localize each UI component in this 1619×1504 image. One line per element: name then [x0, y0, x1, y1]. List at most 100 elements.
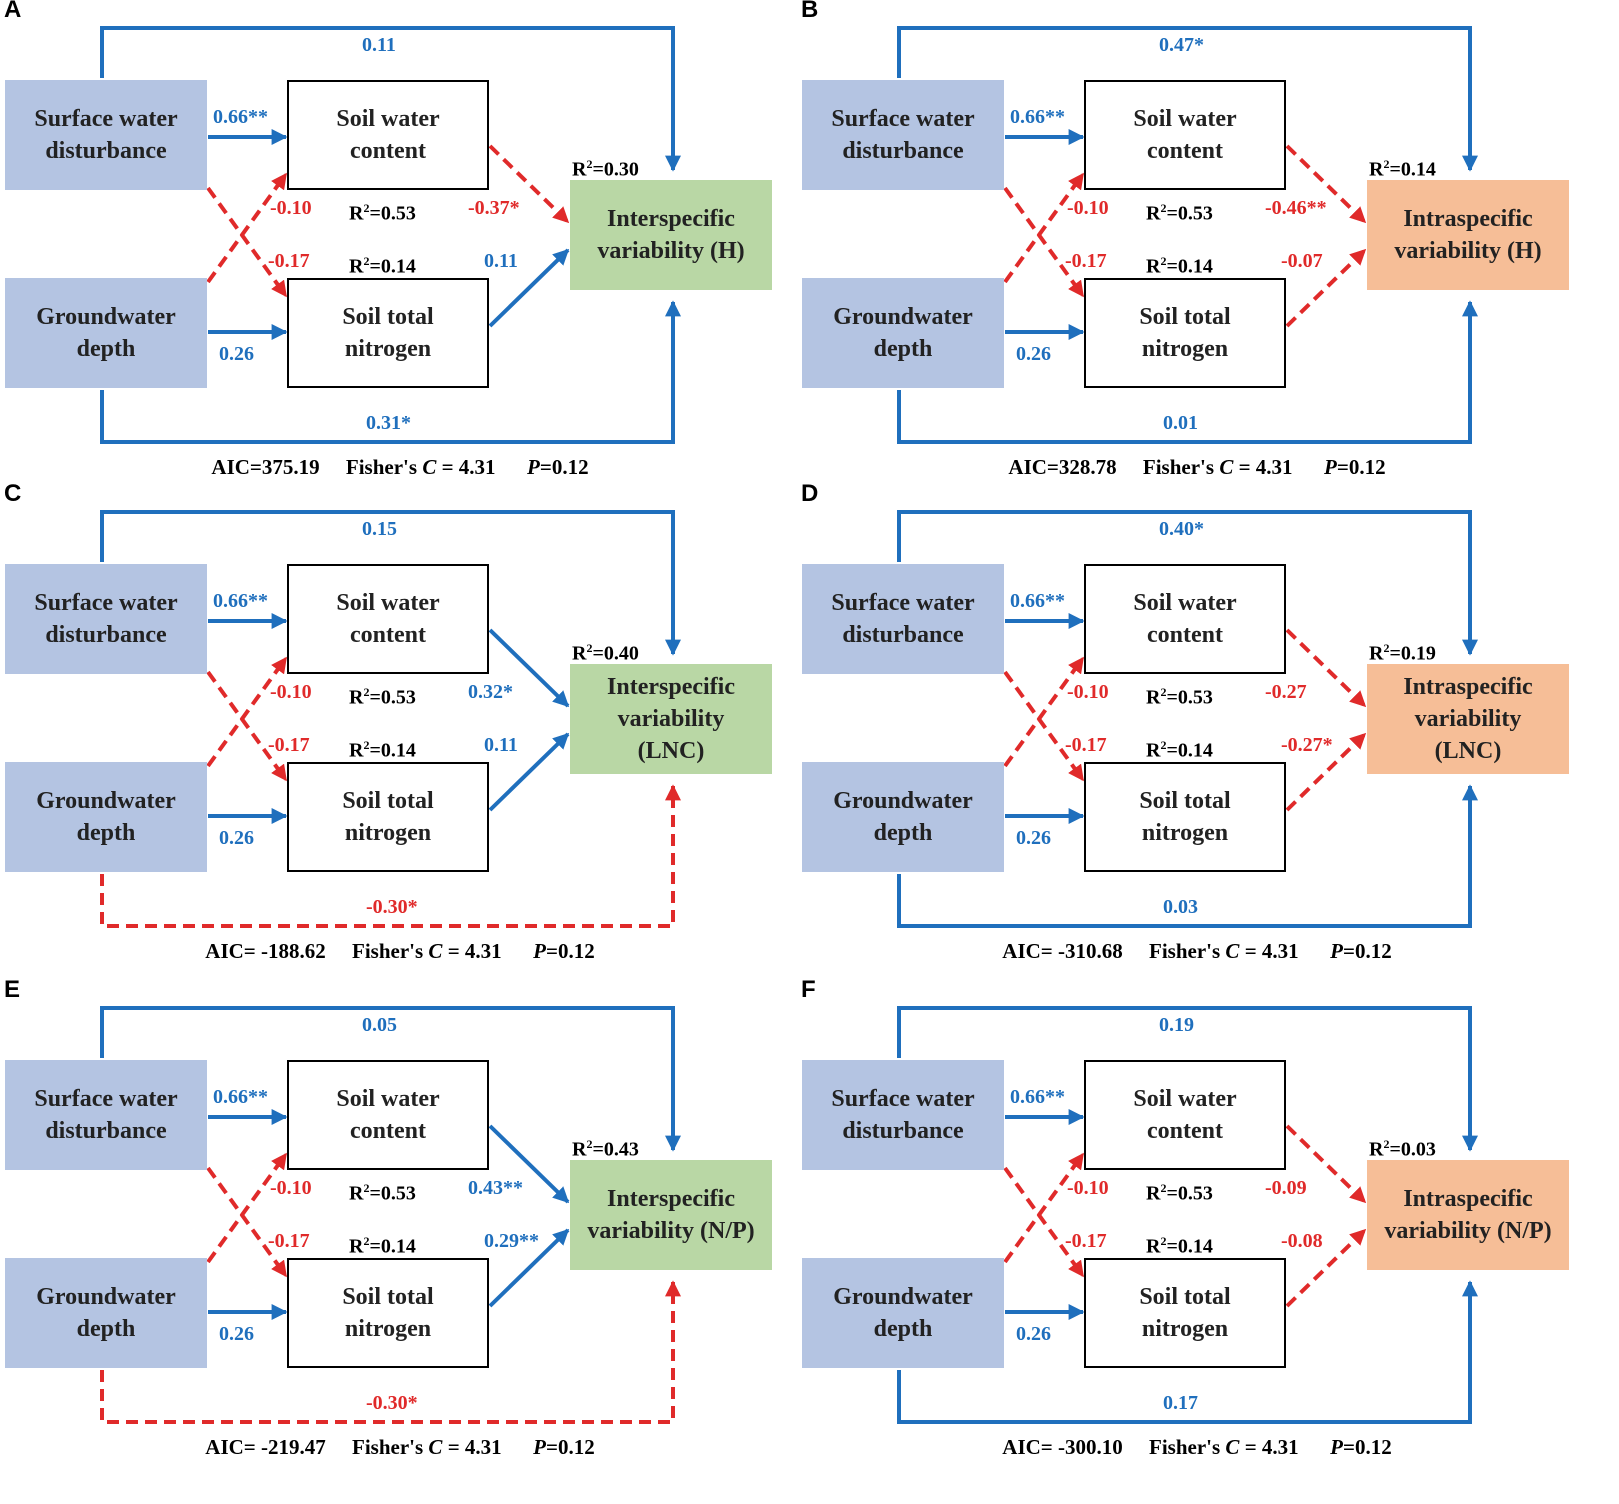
fisher-label: Fisher's — [345, 455, 423, 479]
coef-groundwater-to-response: 0.31* — [366, 412, 411, 434]
fisher-c-symbol: C — [1219, 455, 1234, 479]
coef-groundwater-to-soil-water: -0.10 — [1067, 681, 1109, 703]
node-soil-water-content: Soil water content — [1084, 80, 1286, 190]
coef-groundwater-to-soil-water: -0.10 — [270, 681, 312, 703]
coef-surface-to-response: 0.19 — [1159, 1014, 1194, 1036]
fisher-c-symbol: C — [1225, 939, 1240, 963]
path-arrows — [100, 1006, 681, 1424]
node-response: Interspecific variability (LNC) — [570, 664, 772, 774]
r2-superscript: 2 — [1383, 1137, 1390, 1151]
node-soil-total-nitrogen: Soil total nitrogen — [1084, 1258, 1286, 1368]
r2-soil-total-nitrogen: R2=0.14 — [349, 734, 416, 762]
r2-superscript: 2 — [586, 1137, 593, 1151]
node-soil-total-nitrogen: Soil total nitrogen — [1084, 762, 1286, 872]
r2-value: =0.53 — [369, 686, 416, 709]
p-symbol: P — [1324, 455, 1337, 479]
r2-value: =0.43 — [592, 1138, 639, 1161]
r2-response: R2=0.40 — [572, 637, 639, 665]
r2-prefix: R — [1146, 255, 1161, 278]
node-soil-water-content: Soil water content — [1084, 1060, 1286, 1170]
node-response: Interspecific variability (H) — [570, 180, 772, 290]
coef-groundwater-to-soil-nitrogen: 0.26 — [219, 827, 254, 849]
r2-value: =0.14 — [1389, 158, 1436, 181]
r2-soil-water-content: R2=0.53 — [349, 681, 416, 709]
fisher-value: = 4.31 — [442, 939, 502, 963]
r2-value: =0.53 — [1166, 202, 1213, 225]
node-surface-water-disturbance: Surface water disturbance — [802, 1060, 1004, 1170]
r2-prefix: R — [1146, 1182, 1161, 1205]
arrow-surface-to-soil-nitrogen — [1003, 186, 1085, 298]
p-value: =0.12 — [545, 939, 595, 963]
node-response: Intraspecific variability (N/P) — [1367, 1160, 1569, 1270]
node-soil-water-content: Soil water content — [1084, 564, 1286, 674]
r2-superscript: 2 — [1383, 641, 1390, 655]
r2-prefix: R — [1369, 642, 1384, 665]
fisher-c-symbol: C — [422, 455, 437, 479]
node-surface-water-disturbance: Surface water disturbance — [5, 564, 207, 674]
coef-soil-water-to-response: 0.32* — [468, 681, 513, 703]
arrow-soil-nitrogen-to-response — [488, 1228, 570, 1308]
arrow-surface-to-soil-nitrogen — [1003, 1166, 1085, 1278]
node-surface-water-disturbance: Surface water disturbance — [802, 80, 1004, 190]
coef-groundwater-to-response: -0.30* — [366, 1392, 418, 1414]
coef-surface-to-soil-nitrogen: -0.17 — [1065, 1230, 1107, 1252]
r2-superscript: 2 — [1160, 254, 1167, 268]
aic-value: AIC= -188.62 — [205, 939, 326, 963]
r2-value: =0.53 — [369, 1182, 416, 1205]
r2-soil-water-content: R2=0.53 — [1146, 197, 1213, 225]
path-arrows — [897, 510, 1478, 928]
fisher-value: = 4.31 — [1233, 455, 1293, 479]
r2-soil-total-nitrogen: R2=0.14 — [1146, 1230, 1213, 1258]
r2-superscript: 2 — [1160, 201, 1167, 215]
coef-surface-to-soil-nitrogen: -0.17 — [268, 250, 310, 272]
p-symbol: P — [533, 1435, 546, 1459]
r2-superscript: 2 — [363, 685, 370, 699]
fisher-label: Fisher's — [1142, 455, 1220, 479]
r2-value: =0.30 — [592, 158, 639, 181]
node-surface-water-disturbance: Surface water disturbance — [5, 1060, 207, 1170]
p-value: =0.12 — [539, 455, 589, 479]
r2-prefix: R — [349, 202, 364, 225]
coef-groundwater-to-soil-water: -0.10 — [270, 1177, 312, 1199]
path-arrows — [897, 1006, 1478, 1424]
r2-superscript: 2 — [363, 1234, 370, 1248]
coef-surface-to-response: 0.40* — [1159, 518, 1204, 540]
r2-prefix: R — [349, 739, 364, 762]
arrow-surface-to-response — [897, 510, 1478, 656]
arrow-surface-to-response — [897, 1006, 1478, 1152]
r2-value: =0.53 — [369, 202, 416, 225]
coef-soil-nitrogen-to-response: 0.29** — [484, 1230, 539, 1252]
arrow-soil-nitrogen-to-response — [488, 732, 570, 812]
node-soil-total-nitrogen: Soil total nitrogen — [287, 762, 489, 872]
node-groundwater-depth: Groundwater depth — [5, 1258, 207, 1368]
r2-prefix: R — [349, 1182, 364, 1205]
r2-superscript: 2 — [363, 738, 370, 752]
r2-prefix: R — [1146, 1235, 1161, 1258]
r2-response: R2=0.30 — [572, 153, 639, 181]
r2-value: =0.14 — [1166, 255, 1213, 278]
coef-groundwater-to-soil-nitrogen: 0.26 — [1016, 343, 1051, 365]
path-arrows — [100, 26, 681, 444]
model-fit-stats: AIC=328.78 Fisher's C = 4.31 P=0.12 — [797, 455, 1597, 480]
fisher-label: Fisher's — [352, 939, 429, 963]
coef-groundwater-to-soil-nitrogen: 0.26 — [219, 1323, 254, 1345]
coef-soil-water-to-response: -0.27 — [1265, 681, 1307, 703]
arrow-groundwater-to-response — [100, 1280, 681, 1424]
node-groundwater-depth: Groundwater depth — [802, 278, 1004, 388]
r2-prefix: R — [572, 158, 587, 181]
model-fit-stats: AIC= -310.68 Fisher's C = 4.31 P=0.12 — [797, 939, 1597, 964]
fisher-c-symbol: C — [1225, 1435, 1240, 1459]
r2-prefix: R — [572, 1138, 587, 1161]
r2-soil-water-content: R2=0.53 — [1146, 681, 1213, 709]
node-response: Interspecific variability (N/P) — [570, 1160, 772, 1270]
coef-groundwater-to-response: 0.03 — [1163, 896, 1198, 918]
aic-value: AIC=328.78 — [1008, 455, 1117, 479]
p-symbol: P — [1330, 939, 1343, 963]
p-symbol: P — [527, 455, 540, 479]
node-response: Intraspecific variability (H) — [1367, 180, 1569, 290]
coef-soil-water-to-response: -0.37* — [468, 197, 520, 219]
node-response: Intraspecific variability (LNC) — [1367, 664, 1569, 774]
arrow-groundwater-to-soil-water — [206, 172, 288, 284]
